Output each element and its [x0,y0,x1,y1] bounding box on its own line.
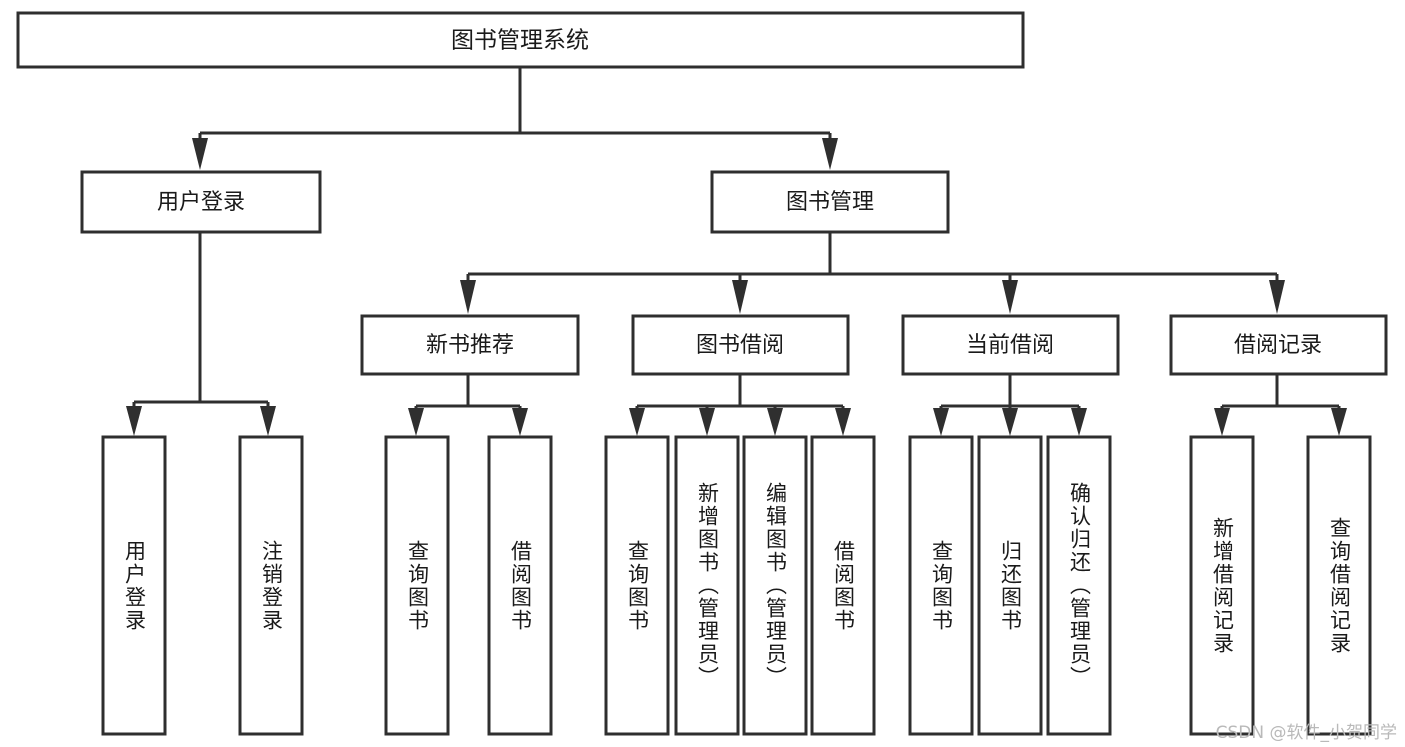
arrow-head-current-borrow [1002,280,1018,314]
arrow-head-leaf-3 [408,408,424,436]
node-borrow-record-label: 借阅记录 [1234,333,1322,358]
node-leaf-8-box[interactable] [810,435,876,736]
node-root-label: 图书管理系统 [451,28,589,54]
node-new-book-rec-box[interactable] [360,314,580,376]
arrow-head-book-borrow [732,280,748,314]
arrow-head-leaf-12 [1214,408,1230,436]
arrow-head-leaf-11 [1071,408,1087,436]
arrow-head-user-login [192,138,208,170]
node-borrow-record[interactable]: 借阅记录 [1169,314,1388,376]
arrow-head-leaf-6 [699,408,715,436]
node-root-box[interactable] [16,11,1025,69]
node-leaf-4-box[interactable] [487,435,553,736]
node-book-manage[interactable]: 图书管理 [710,170,950,234]
node-book-manage-label: 图书管理 [786,190,874,215]
node-leaf-5-box[interactable] [604,435,670,736]
node-book-borrow-label: 图书借阅 [696,333,784,358]
node-leaf-11-box[interactable] [1046,435,1112,736]
node-user-login[interactable]: 用户登录 [80,170,322,234]
node-book-borrow[interactable]: 图书借阅 [631,314,850,376]
node-book-manage-box[interactable] [710,170,950,234]
node-new-book-rec[interactable]: 新书推荐 [360,314,580,376]
node-user-login-box[interactable] [80,170,322,234]
arrow-head-leaf-8 [835,408,851,436]
node-current-borrow-box[interactable] [901,314,1120,376]
arrow-head-new-book-rec [460,280,476,314]
arrow-head-leaf-13 [1331,408,1347,436]
node-current-borrow[interactable]: 当前借阅 [901,314,1120,376]
node-leaf-3-box[interactable] [384,435,450,736]
node-current-borrow-label: 当前借阅 [966,333,1054,358]
arrow-head-leaf-5 [629,408,645,436]
node-book-borrow-box[interactable] [631,314,850,376]
arrow-head-leaf-2 [260,406,276,436]
arrow-head-leaf-9 [933,408,949,436]
node-leaf-2-box[interactable] [238,435,304,736]
arrow-head-leaf-1 [126,406,142,436]
node-leaf-6-box[interactable] [674,435,740,736]
watermark-text: CSDN @软件_小贺同学 [1215,723,1397,743]
node-leaf-10-box[interactable] [977,435,1043,736]
node-borrow-record-box[interactable] [1169,314,1388,376]
arrow-head-leaf-10 [1002,408,1018,436]
node-leaf-7-box[interactable] [742,435,808,736]
connector-layer [126,67,1347,436]
node-new-book-rec-label: 新书推荐 [426,333,514,358]
node-user-login-label: 用户登录 [157,190,245,215]
arrow-head-leaf-7 [767,408,783,436]
arrow-head-book-manage [822,138,838,170]
node-leaf-13-box[interactable] [1306,435,1372,736]
node-leaf-12-box[interactable] [1189,435,1255,736]
arrow-head-borrow-record [1269,280,1285,314]
node-leaf-9-box[interactable] [908,435,974,736]
node-leaf-1-box[interactable] [101,435,167,736]
node-root[interactable]: 图书管理系统 [16,11,1025,69]
arrow-head-leaf-4 [512,408,528,436]
